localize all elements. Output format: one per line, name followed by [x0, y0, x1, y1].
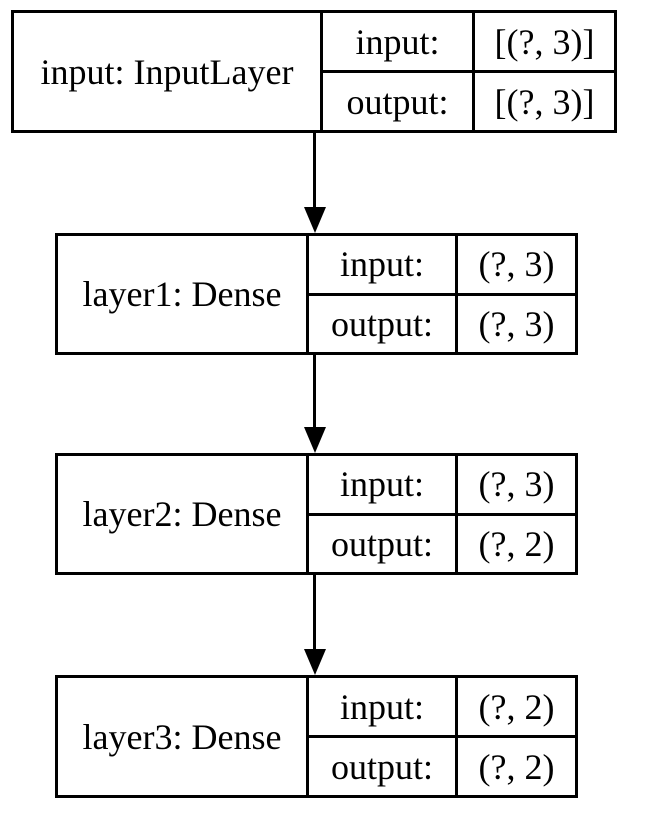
- node-layer3-dense: layer3: Dense input: (?, 2) output: (?, …: [55, 675, 578, 798]
- output-shape: (?, 2): [478, 746, 555, 787]
- input-row: input: (?, 3): [309, 456, 575, 516]
- edge-line: [313, 575, 316, 649]
- input-row: input: (?, 3): [309, 236, 575, 296]
- output-row: output: (?, 2): [309, 515, 575, 572]
- layer-name: layer3: Dense: [58, 678, 309, 795]
- output-shape: (?, 3): [478, 303, 555, 344]
- output-label: output:: [309, 515, 458, 572]
- arrowhead-icon: [304, 207, 326, 233]
- input-label: input:: [309, 236, 458, 293]
- node-input-inputlayer: input: InputLayer input: [(?, 3)] output…: [11, 10, 617, 133]
- node-layer2-dense: layer2: Dense input: (?, 3) output: (?, …: [55, 453, 578, 575]
- arrowhead-icon: [304, 649, 326, 675]
- layer-name: layer1: Dense: [58, 236, 309, 352]
- layer-name: input: InputLayer: [14, 13, 323, 130]
- input-shape: (?, 3): [478, 244, 555, 285]
- output-row: output: (?, 2): [309, 738, 575, 795]
- node-layer1-dense: layer1: Dense input: (?, 3) output: (?, …: [55, 233, 578, 355]
- input-label: input:: [323, 13, 475, 70]
- output-shape: (?, 2): [478, 523, 555, 564]
- input-row: input: (?, 2): [309, 678, 575, 738]
- io-table: input: [(?, 3)] output: [(?, 3)]: [323, 13, 614, 130]
- edge-line: [313, 355, 316, 427]
- input-shape: (?, 3): [478, 464, 555, 505]
- io-table: input: (?, 3) output: (?, 3): [309, 236, 575, 352]
- io-table: input: (?, 3) output: (?, 2): [309, 456, 575, 572]
- output-shape: [(?, 3)]: [494, 81, 595, 122]
- output-label: output:: [309, 738, 458, 795]
- input-shape: [(?, 3)]: [494, 21, 595, 62]
- output-label: output:: [309, 295, 458, 352]
- input-row: input: [(?, 3)]: [323, 13, 614, 73]
- io-table: input: (?, 2) output: (?, 2): [309, 678, 575, 795]
- output-row: output: [(?, 3)]: [323, 73, 614, 130]
- input-label: input:: [309, 456, 458, 513]
- edge-line: [313, 133, 316, 207]
- input-label: input:: [309, 678, 458, 735]
- arrowhead-icon: [304, 427, 326, 453]
- output-row: output: (?, 3): [309, 295, 575, 352]
- input-shape: (?, 2): [478, 686, 555, 727]
- output-label: output:: [323, 73, 475, 130]
- layer-name: layer2: Dense: [58, 456, 309, 572]
